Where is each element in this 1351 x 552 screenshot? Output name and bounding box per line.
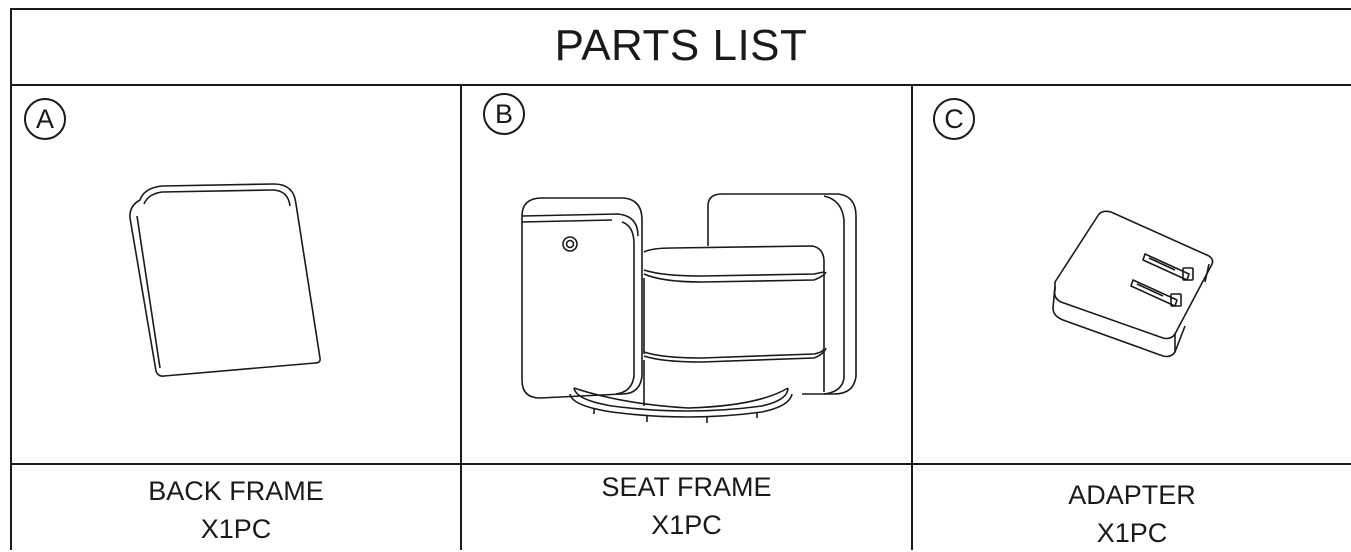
part-name-c: ADAPTER (1068, 480, 1196, 510)
part-letter-badge-b: B (483, 93, 525, 135)
adapter-icon (1052, 210, 1214, 358)
part-qty-b: X1PC (651, 510, 722, 540)
seat-frame-icon (521, 193, 857, 423)
part-name-b: SEAT FRAME (601, 472, 772, 502)
caption-divider (10, 463, 1351, 465)
back-frame-icon (129, 183, 321, 377)
part-qty-a: X1PC (200, 514, 272, 544)
column-divider-1 (460, 84, 462, 550)
column-divider-2 (911, 84, 913, 550)
part-name-a: BACK FRAME (148, 476, 324, 506)
page-title: PARTS LIST (554, 21, 808, 70)
part-cell-a: A (12, 86, 460, 463)
part-qty-c: X1PC (1096, 518, 1168, 548)
part-cell-b: B (462, 86, 911, 463)
frame-left-line (10, 8, 12, 550)
part-cell-c: C (913, 86, 1351, 463)
title-divider (10, 84, 1351, 86)
part-caption-a: BACK FRAME X1PC (12, 472, 460, 548)
part-caption-c: ADAPTER X1PC (913, 476, 1351, 552)
frame-top-line (10, 8, 1351, 10)
part-letter-badge-a: A (24, 98, 66, 140)
part-letter-badge-c: C (933, 98, 975, 140)
part-caption-b: SEAT FRAME X1PC (462, 468, 911, 544)
